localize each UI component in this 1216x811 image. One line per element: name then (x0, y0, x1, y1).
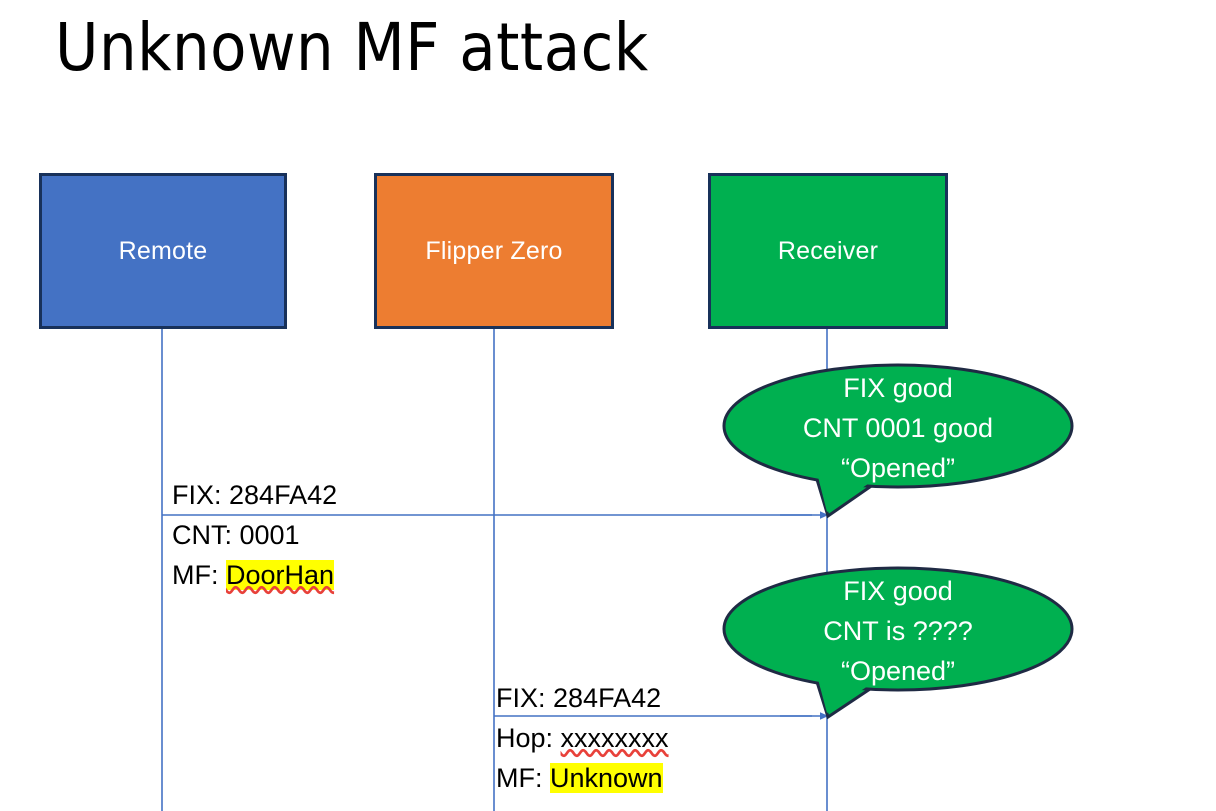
message-2-line-2-value: xxxxxxxx (560, 723, 669, 753)
bubble-1 (722, 363, 1074, 519)
actor-box-flipper[interactable]: Flipper Zero (374, 173, 614, 329)
message-1-line-2: CNT: 0001 (172, 515, 337, 555)
bubble-1-body (722, 363, 1074, 489)
message-1-line-1-prefix: FIX: (172, 480, 230, 510)
message-1-line-3-prefix: MF: (172, 560, 226, 590)
message-1-line-1: FIX: 284FA42 (172, 475, 337, 515)
actor-label-remote: Remote (118, 236, 208, 265)
actor-label-flipper: Flipper Zero (425, 236, 563, 265)
message-1-line-3-value: DoorHan (226, 560, 335, 590)
actor-box-receiver[interactable]: Receiver (708, 173, 948, 329)
message-2-line-1-value: 284FA42 (553, 683, 662, 713)
message-2-line-2-prefix: Hop: (496, 723, 561, 753)
message-label-1: FIX: 284FA42 CNT: 0001 MF: DoorHan (172, 475, 337, 595)
page-title: Unknown MF attack (55, 9, 649, 86)
message-2-line-3: MF: Unknown (496, 758, 669, 798)
message-1-line-1-value: 284FA42 (229, 480, 338, 510)
bubble-2-tail-fill (793, 655, 903, 713)
message-1-line-2-value: 0001 (239, 520, 300, 550)
message-2-line-1: FIX: 284FA42 (496, 678, 669, 718)
bubble-2 (722, 566, 1074, 720)
message-2-line-3-value: Unknown (550, 763, 663, 793)
actor-label-receiver: Receiver (777, 236, 879, 265)
actor-box-remote[interactable]: Remote (39, 173, 287, 329)
message-1-line-2-prefix: CNT: (172, 520, 240, 550)
message-2-line-1-prefix: FIX: (496, 683, 554, 713)
message-2-line-3-prefix: MF: (496, 763, 550, 793)
bubble-1-tail-fill (793, 452, 903, 512)
message-1-line-3: MF: DoorHan (172, 555, 337, 595)
bubble-2-body (722, 566, 1074, 692)
message-label-2: FIX: 284FA42 Hop: xxxxxxxx MF: Unknown (496, 678, 669, 798)
message-2-line-2: Hop: xxxxxxxx (496, 718, 669, 758)
